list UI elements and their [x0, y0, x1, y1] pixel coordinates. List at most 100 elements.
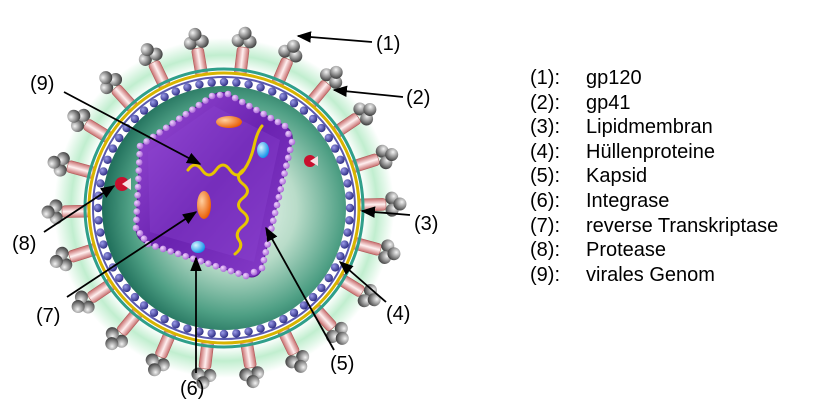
capsid-bead: [285, 131, 292, 138]
legend-key: (3):: [530, 115, 586, 140]
capsid-bead: [268, 225, 275, 232]
capsid-bead: [253, 107, 260, 114]
integrase-bottom: [191, 241, 205, 253]
capsid-bead: [133, 217, 140, 224]
capsid-bead: [235, 270, 242, 277]
capsid-bead: [202, 97, 209, 104]
matrix-bead: [325, 134, 333, 142]
legend-key: (6):: [530, 189, 586, 214]
capsid-bead: [279, 178, 286, 185]
legend-key: (8):: [530, 238, 586, 263]
legend-key: (1):: [530, 66, 586, 91]
matrix-bead: [220, 78, 228, 86]
legend-row-kapsid: (5): Kapsid: [530, 164, 778, 189]
matrix-bead: [94, 204, 102, 212]
legend-row-huellenproteine: (4): Hüllenproteine: [530, 140, 778, 165]
capsid-bead: [281, 170, 288, 177]
capsid-bead: [134, 192, 141, 199]
matrix-bead: [300, 106, 308, 114]
matrix-bead: [207, 329, 215, 337]
matrix-bead: [99, 167, 107, 175]
legend-row-gp120: (1): gp120: [530, 66, 778, 91]
capsid-bead: [136, 167, 143, 174]
matrix-bead: [268, 320, 276, 328]
matrix-bead: [195, 80, 203, 88]
capsid-bead: [183, 111, 190, 118]
capsid-bead: [169, 120, 176, 127]
capsid-bead: [283, 162, 290, 169]
legend-label: Hüllenproteine: [586, 140, 715, 165]
callout-4: (4): [386, 303, 410, 325]
capsid-bead: [225, 91, 232, 98]
capsid-bead: [196, 102, 203, 109]
legend-label: Protease: [586, 238, 666, 263]
capsid-bead: [175, 251, 182, 258]
capsid-bead: [243, 273, 250, 280]
capsid-bead: [261, 257, 268, 264]
callout-6: (6): [180, 378, 204, 400]
capsid-bead: [135, 176, 142, 183]
legend-label: gp120: [586, 66, 642, 91]
matrix-bead: [103, 156, 111, 164]
capsid-bead: [267, 115, 274, 122]
capsid-bead: [251, 269, 258, 276]
matrix-bead: [336, 252, 344, 260]
callout-5: (5): [330, 353, 354, 375]
capsid-bead: [262, 249, 269, 256]
matrix-bead: [220, 330, 228, 338]
capsid-bead: [136, 151, 143, 158]
capsid-bead: [189, 106, 196, 113]
capsid-bead: [270, 217, 277, 224]
reverse-transcriptase-mid: [197, 191, 211, 219]
matrix-bead: [207, 78, 215, 86]
matrix-bead: [268, 87, 276, 95]
matrix-bead: [131, 293, 139, 301]
legend-key: (7):: [530, 214, 586, 239]
matrix-bead: [317, 284, 325, 292]
matrix-bead: [309, 293, 317, 301]
capsid-bead: [160, 246, 167, 253]
matrix-bead: [331, 263, 339, 271]
integrase-top: [257, 142, 269, 158]
legend-key: (5):: [530, 164, 586, 189]
legend-key: (2):: [530, 91, 586, 116]
legend-label: Kapsid: [586, 164, 647, 189]
capsid-bead: [277, 186, 284, 193]
matrix-bead: [232, 78, 240, 86]
matrix-bead: [309, 115, 317, 123]
capsid-bead: [220, 265, 227, 272]
capsid-bead: [209, 93, 216, 100]
capsid-bead: [136, 159, 143, 166]
capsid-bead: [141, 235, 148, 242]
capsid-bead: [217, 92, 224, 99]
matrix-bead: [345, 216, 353, 224]
legend-row-reverse-transkriptase: (7): reverse Transkriptase: [530, 214, 778, 239]
capsid-bead: [275, 119, 282, 126]
matrix-bead: [325, 274, 333, 282]
legend-row-integrase: (6): Integrase: [530, 189, 778, 214]
matrix-bead: [340, 240, 348, 248]
matrix-bead: [103, 252, 111, 260]
capsid-bead: [259, 265, 266, 272]
matrix-bead: [343, 179, 351, 187]
matrix-bead: [290, 99, 298, 107]
capsid-bead: [134, 208, 141, 215]
capsid-bead: [228, 268, 235, 275]
matrix-bead: [131, 115, 139, 123]
capsid-bead: [137, 230, 144, 237]
matrix-bead: [317, 124, 325, 132]
matrix-bead: [336, 156, 344, 164]
callout-2: (2): [406, 87, 430, 109]
capsid-bead: [167, 248, 174, 255]
matrix-bead: [150, 309, 158, 317]
legend: (1): gp120 (2): gp41 (3): Lipidmembran (…: [530, 66, 778, 287]
callout-9: (9): [30, 73, 54, 95]
legend-label: Lipidmembran: [586, 115, 713, 140]
capsid-bead: [274, 202, 281, 209]
capsid-bead: [246, 103, 253, 110]
capsid-bead: [260, 111, 267, 118]
matrix-bead: [256, 83, 264, 91]
matrix-bead: [343, 228, 351, 236]
capsid-bead: [264, 241, 271, 248]
matrix-bead: [115, 134, 123, 142]
